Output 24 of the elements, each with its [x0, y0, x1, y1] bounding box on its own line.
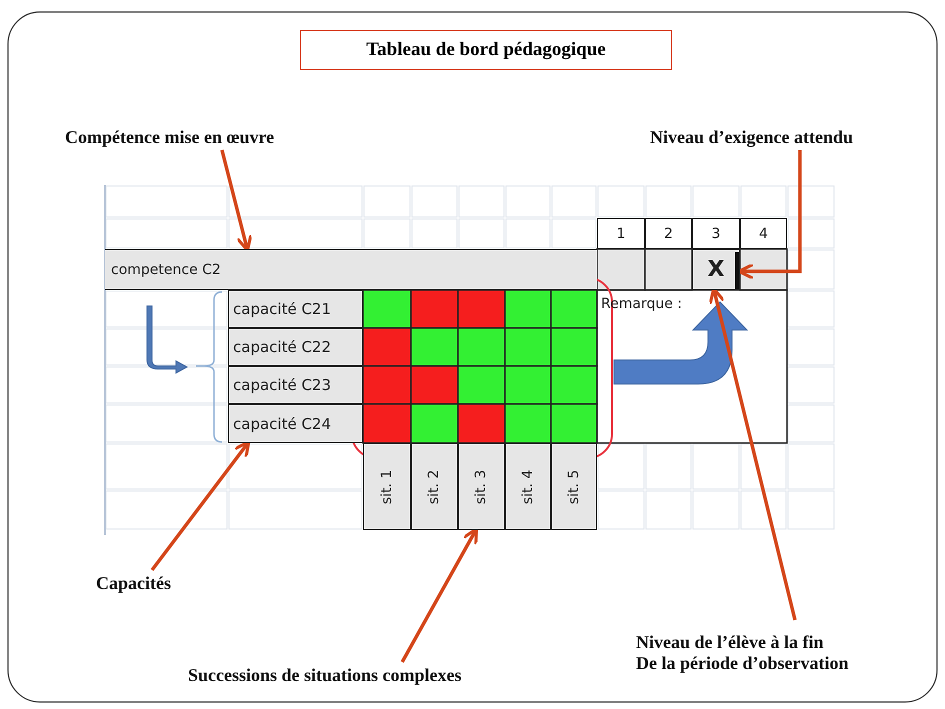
annotation-text: Capacités [96, 570, 216, 596]
annotation-text: De la période d’observation [636, 653, 848, 674]
situation-cell: sit. 2 [411, 443, 458, 530]
annotation-text: Niveau de l’élève à la fin [636, 632, 824, 653]
level-mark-cell: X [692, 249, 740, 290]
level-header-cell: 4 [740, 218, 787, 249]
situation-cell: sit. 5 [551, 443, 597, 530]
level-header-cell: 2 [645, 218, 692, 249]
annotation-text: Compétence mise en œuvre [65, 124, 305, 150]
situation-cell: sit. 3 [458, 443, 505, 530]
arrow [220, 150, 252, 252]
capacity-cell: capacité C22 [228, 328, 363, 366]
title-box: Tableau de bord pédagogique [300, 30, 672, 70]
capacity-cell: capacité C21 [228, 290, 363, 328]
situation-cell: sit. 1 [363, 443, 411, 530]
capacity-cell: capacité C23 [228, 366, 363, 404]
annotation-text: Successions de situations complexes [188, 662, 608, 688]
level-header-cell: 3 [692, 218, 740, 249]
level-header-cell: 1 [597, 218, 645, 249]
capacity-cell: capacité C24 [228, 404, 363, 443]
competence-cell: competence C2 [105, 249, 597, 290]
annotation-text: Niveau d’exigence attendu [650, 124, 940, 150]
thick-border-bar [735, 252, 739, 289]
situation-cell: sit. 4 [505, 443, 551, 530]
